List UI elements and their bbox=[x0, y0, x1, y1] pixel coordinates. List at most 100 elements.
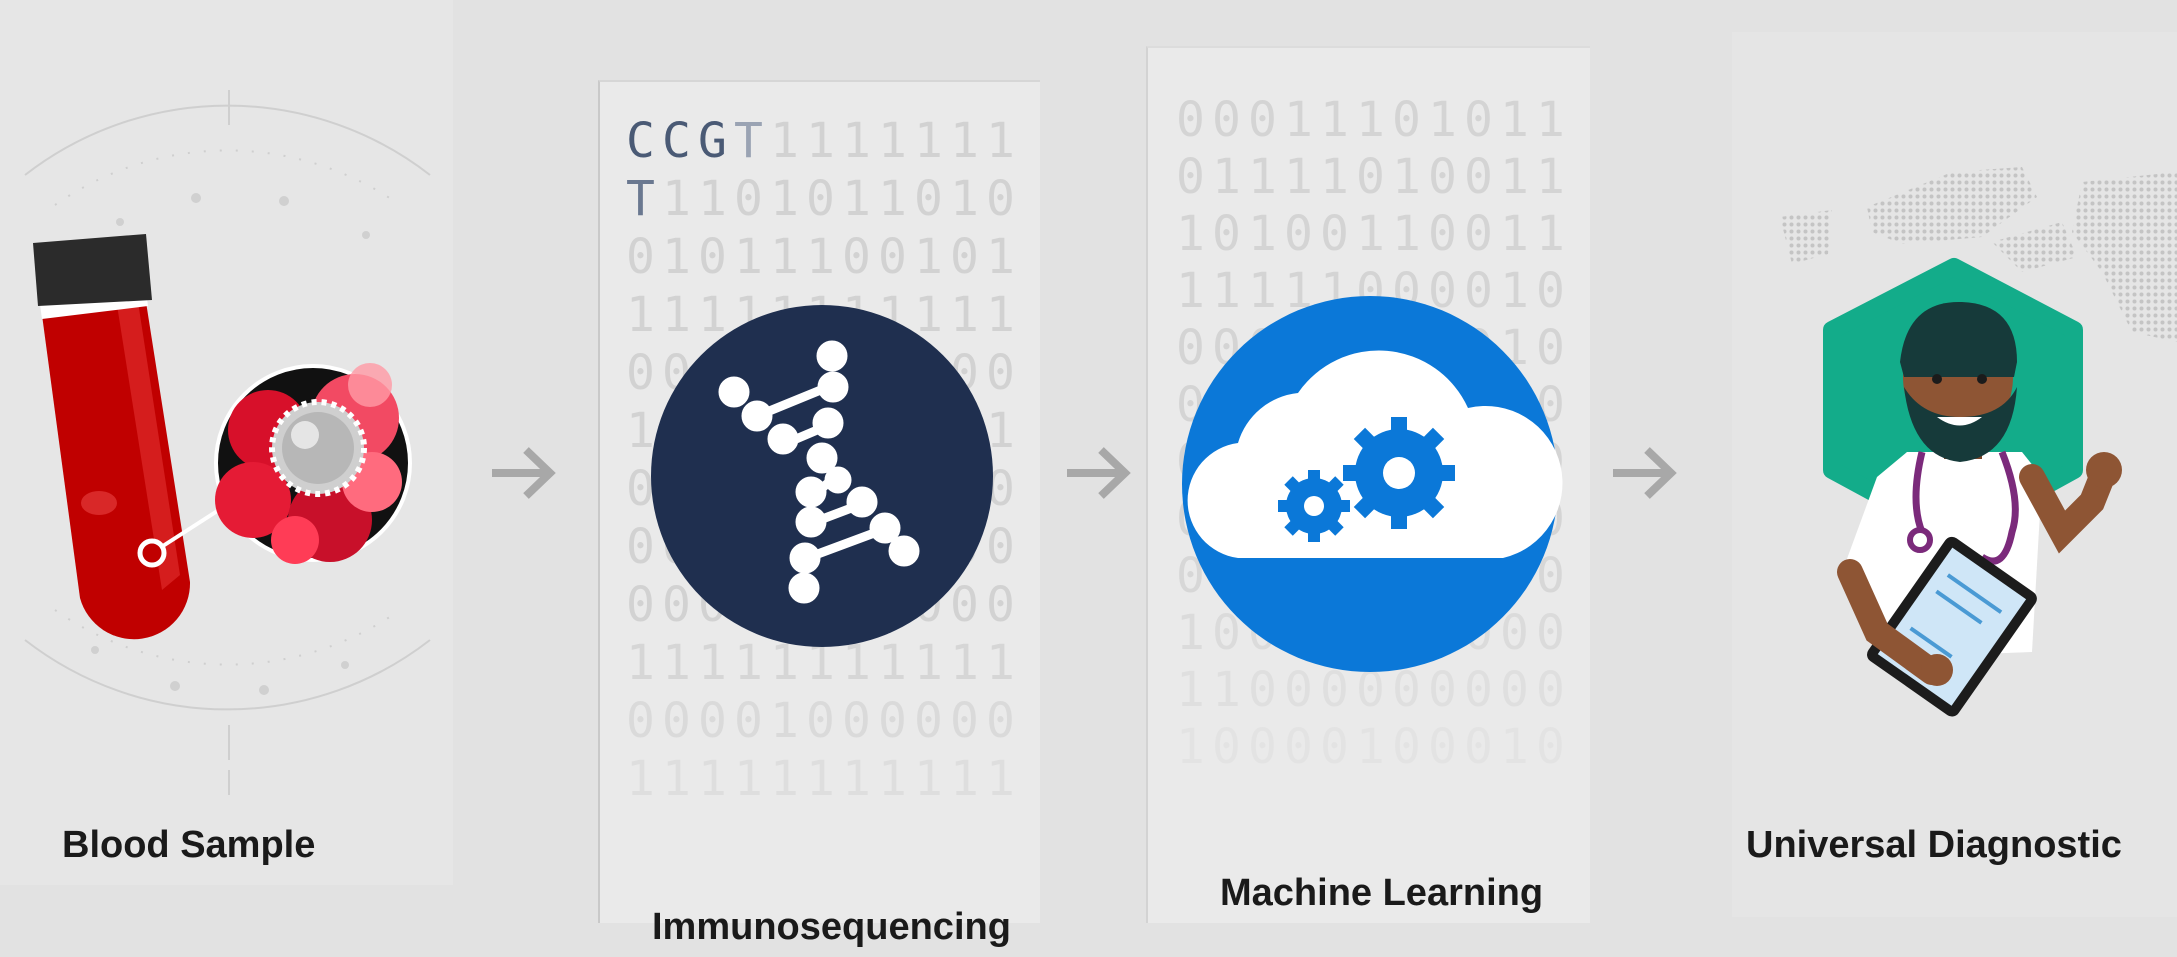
grid-character: 1 bbox=[1284, 149, 1313, 205]
grid-character: 1 bbox=[770, 751, 799, 807]
grid-character: 0 bbox=[842, 693, 871, 749]
grid-character: 1 bbox=[662, 751, 691, 807]
grid-character: 0 bbox=[1500, 662, 1529, 718]
grid-character: 0 bbox=[1464, 662, 1493, 718]
grid-character: 0 bbox=[1392, 719, 1421, 775]
grid-character: 1 bbox=[1320, 149, 1349, 205]
grid-character: 0 bbox=[842, 229, 871, 285]
grid-character: 1 bbox=[1500, 206, 1529, 262]
grid-character: 1 bbox=[662, 171, 691, 227]
grid-character: 1 bbox=[1176, 605, 1205, 661]
grid-character: 1 bbox=[626, 751, 655, 807]
grid-character: 1 bbox=[878, 635, 907, 691]
magnified-blood-cells-icon bbox=[214, 363, 412, 564]
grid-character: 1 bbox=[950, 751, 979, 807]
grid-character: 1 bbox=[698, 287, 727, 343]
grid-character: 0 bbox=[986, 171, 1015, 227]
doctor-icon bbox=[1837, 301, 2122, 717]
cloud-gears-icon bbox=[1187, 350, 1563, 558]
grid-character: 0 bbox=[1176, 92, 1205, 148]
arrow-right-icon bbox=[1067, 447, 1131, 499]
grid-character: 0 bbox=[1320, 662, 1349, 718]
grid-character: 0 bbox=[1464, 719, 1493, 775]
grid-character: 1 bbox=[1176, 206, 1205, 262]
grid-character: 0 bbox=[1320, 719, 1349, 775]
grid-character: 0 bbox=[1212, 92, 1241, 148]
grid-character: 0 bbox=[1464, 92, 1493, 148]
grid-character: 0 bbox=[734, 171, 763, 227]
grid-character: T bbox=[734, 113, 763, 169]
grid-character: 1 bbox=[986, 751, 1015, 807]
world-map-decoration bbox=[1780, 167, 2177, 342]
grid-character: C bbox=[662, 113, 691, 169]
grid-character: 1 bbox=[1248, 149, 1277, 205]
grid-character: 0 bbox=[878, 693, 907, 749]
grid-character: 0 bbox=[698, 229, 727, 285]
grid-character: T bbox=[626, 171, 655, 227]
grid-character: 0 bbox=[626, 577, 655, 633]
grid-character: 1 bbox=[878, 171, 907, 227]
grid-character: 1 bbox=[1500, 149, 1529, 205]
grid-character: 0 bbox=[986, 519, 1015, 575]
grid-character: 0 bbox=[914, 693, 943, 749]
step-label-universal-diagnostic: Universal Diagnostic bbox=[1746, 824, 2122, 866]
reticle-decoration bbox=[24, 90, 431, 795]
grid-character: 1 bbox=[950, 287, 979, 343]
grid-character: 1 bbox=[734, 751, 763, 807]
step-blood-sample-panel: Blood Sample bbox=[0, 0, 453, 885]
step-label-blood-sample: Blood Sample bbox=[62, 824, 316, 866]
grid-character: 0 bbox=[1536, 662, 1565, 718]
grid-character: 1 bbox=[878, 751, 907, 807]
grid-character: 0 bbox=[1248, 662, 1277, 718]
grid-character: 1 bbox=[986, 113, 1015, 169]
grid-character: 1 bbox=[662, 287, 691, 343]
grid-character: 1 bbox=[662, 229, 691, 285]
grid-character: 0 bbox=[1428, 206, 1457, 262]
grid-character: 1 bbox=[1392, 149, 1421, 205]
grid-character: 0 bbox=[878, 229, 907, 285]
grid-character: 0 bbox=[698, 693, 727, 749]
grid-character: 0 bbox=[950, 693, 979, 749]
grid-character: 1 bbox=[914, 113, 943, 169]
grid-character: 0 bbox=[806, 171, 835, 227]
grid-character: 0 bbox=[1536, 320, 1565, 376]
step-label-machine-learning: Machine Learning bbox=[1220, 872, 1544, 914]
grid-character: 1 bbox=[986, 229, 1015, 285]
grid-character: 0 bbox=[662, 577, 691, 633]
grid-character: 0 bbox=[914, 171, 943, 227]
grid-character: 0 bbox=[1464, 263, 1493, 319]
grid-character: 1 bbox=[1356, 92, 1385, 148]
grid-character: 1 bbox=[698, 751, 727, 807]
grid-character: 1 bbox=[1176, 662, 1205, 718]
grid-character: 0 bbox=[662, 693, 691, 749]
grid-character: 0 bbox=[1176, 320, 1205, 376]
grid-character: 1 bbox=[1212, 662, 1241, 718]
grid-character: 1 bbox=[806, 751, 835, 807]
grid-character: 1 bbox=[1392, 206, 1421, 262]
grid-character: 1 bbox=[626, 403, 655, 459]
grid-character: 1 bbox=[626, 287, 655, 343]
grid-character: 1 bbox=[1176, 719, 1205, 775]
blood-tube-icon bbox=[33, 234, 191, 640]
grid-character: 1 bbox=[1284, 92, 1313, 148]
grid-character: 1 bbox=[770, 693, 799, 749]
grid-character: 1 bbox=[1248, 263, 1277, 319]
grid-character: 0 bbox=[1284, 719, 1313, 775]
grid-character: 1 bbox=[806, 113, 835, 169]
grid-character: 1 bbox=[734, 635, 763, 691]
grid-character: 0 bbox=[1176, 149, 1205, 205]
grid-character: 1 bbox=[1356, 719, 1385, 775]
grid-character: 1 bbox=[770, 171, 799, 227]
grid-character: 0 bbox=[1212, 206, 1241, 262]
grid-character: 0 bbox=[626, 345, 655, 401]
grid-character: 0 bbox=[1320, 206, 1349, 262]
grid-character: 1 bbox=[950, 171, 979, 227]
grid-character: C bbox=[626, 113, 655, 169]
dna-icon bbox=[718, 340, 920, 604]
grid-character: 0 bbox=[1428, 662, 1457, 718]
grid-character: 0 bbox=[950, 577, 979, 633]
grid-character: 0 bbox=[950, 229, 979, 285]
